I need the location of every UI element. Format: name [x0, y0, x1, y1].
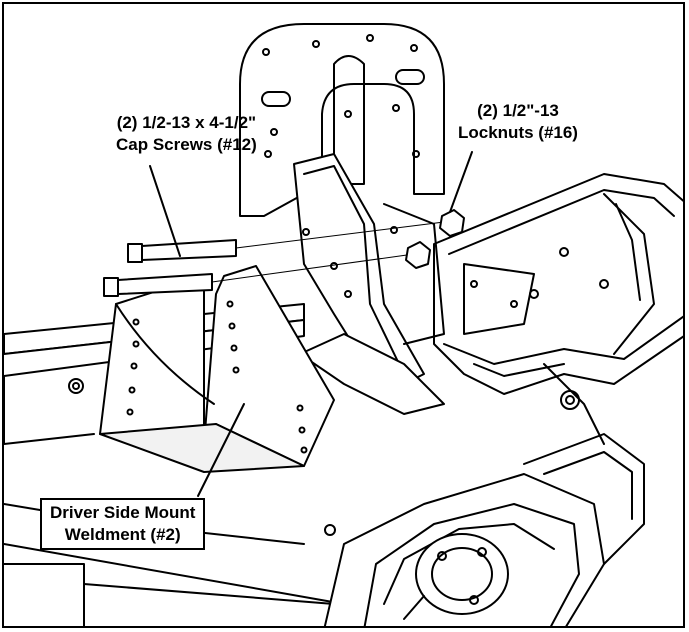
- mount-weldment: [99, 265, 335, 473]
- upper-mount-plate: [239, 23, 445, 217]
- locknuts-label-line1: (2) 1/2"-13: [477, 101, 559, 120]
- weldment-callout: Driver Side Mount Weldment (#2): [40, 498, 206, 550]
- assembly-drawing: [4, 23, 683, 626]
- cap-screws-label-line2: Cap Screws (#12): [116, 135, 257, 154]
- locknuts-label-line2: Locknuts (#16): [458, 123, 578, 142]
- leader-lines: [149, 151, 473, 497]
- weldment-label-line1: Driver Side Mount: [50, 503, 196, 522]
- crossmember: [323, 433, 645, 626]
- cap-screws: [103, 221, 445, 297]
- cap-screws-label-line1: (2) 1/2-13 x 4-1/2": [116, 113, 257, 132]
- weldment-label-line2: Weldment (#2): [64, 525, 181, 544]
- curved-bracket: [293, 153, 445, 415]
- cap-screws-callout: (2) 1/2-13 x 4-1/2" Cap Screws (#12): [116, 112, 257, 156]
- frame-horn: [433, 173, 683, 445]
- locknuts: [405, 209, 465, 269]
- locknuts-callout: (2) 1/2"-13 Locknuts (#16): [458, 100, 578, 144]
